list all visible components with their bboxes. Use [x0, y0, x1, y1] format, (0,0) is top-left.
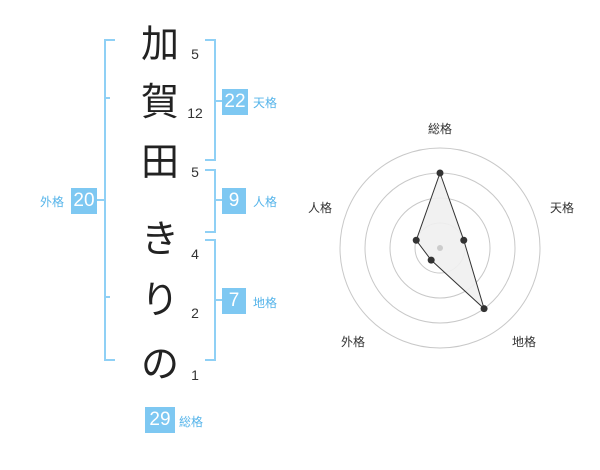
radar-axis-label-gaikaku: 外格: [341, 335, 366, 349]
stroke-count: 1: [191, 367, 199, 383]
tenkaku-value-box: 22: [222, 89, 248, 115]
radar-ring: [339, 147, 541, 349]
radar-axis-label-soukaku: 総格: [428, 122, 453, 136]
stroke-count: 2: [191, 305, 199, 321]
gaikaku-label: 外格: [40, 195, 65, 209]
name-character: 加: [140, 22, 179, 66]
jinkaku-label: 人格: [253, 195, 278, 209]
chikaku-value-box: 7: [222, 288, 246, 314]
gaikaku-value-box: 20: [71, 188, 97, 214]
chikaku-label: 地格: [253, 296, 278, 310]
name-character: 賀: [140, 80, 179, 124]
radar-axis-label-tenkaku: 天格: [550, 201, 575, 215]
name-character: 田: [140, 140, 179, 184]
name-character: き: [140, 217, 179, 261]
stroke-count: 5: [191, 164, 199, 180]
stroke-count: 4: [191, 246, 199, 262]
jinkaku-value-box: 9: [222, 188, 246, 214]
name-character: の: [140, 342, 179, 386]
soukaku-value-box: 29: [145, 407, 175, 433]
radar-point-4: [412, 236, 420, 244]
radar-axis-label-jinkaku: 人格: [308, 201, 333, 215]
radar-axis-label-chikaku: 地格: [512, 335, 537, 349]
name-character: り: [140, 278, 179, 322]
stroke-count: 5: [191, 46, 199, 62]
radar-series-area: [415, 171, 486, 311]
stroke-count: 12: [187, 105, 203, 121]
tenkaku-label: 天格: [253, 96, 278, 110]
radar-point-3: [427, 256, 435, 264]
radar-point-2: [480, 305, 488, 313]
radar-center-point: [437, 245, 443, 251]
radar-point-1: [460, 236, 468, 244]
radar-point-0: [436, 169, 444, 177]
soukaku-label: 総格: [179, 415, 204, 429]
